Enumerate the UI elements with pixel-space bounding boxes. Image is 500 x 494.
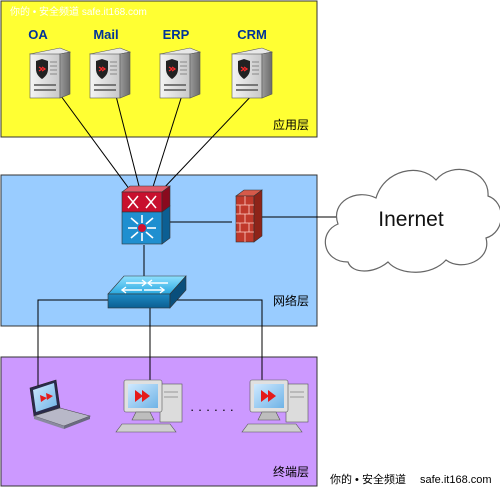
server-label-erp: ERP <box>163 27 190 42</box>
app-layer-label: 应用层 <box>273 117 309 132</box>
desktop-icon <box>241 379 309 433</box>
core-device <box>121 185 171 245</box>
watermark-bottom-url: safe.it168.com <box>420 474 492 486</box>
server-label-crm: CRM <box>237 27 267 42</box>
server-label-mail: Mail <box>93 27 118 42</box>
server-icon <box>230 47 274 99</box>
server-label-oa: OA <box>28 27 48 42</box>
laptop-icon <box>29 379 91 429</box>
router-icon <box>121 185 171 213</box>
server-mail: Mail <box>88 27 132 99</box>
cloud-icon <box>324 168 500 273</box>
terminal-layer-label: 终端层 <box>273 464 309 479</box>
server-crm: CRM <box>230 27 274 99</box>
server-icon <box>28 47 72 99</box>
server-erp: ERP <box>158 27 202 99</box>
firewall-icon <box>235 189 263 243</box>
server-icon <box>158 47 202 99</box>
watermark-bottom-cn: 你的 • 安全频道 <box>330 472 406 486</box>
connection-lines <box>37 91 345 392</box>
network-layer-label: 网络层 <box>273 293 309 308</box>
desktop-icon <box>115 379 183 433</box>
server-oa: OA <box>28 27 72 99</box>
cloud-label: Inernet <box>378 208 444 231</box>
ellipsis: · · · · · · <box>190 402 234 417</box>
layer3-switch-icon <box>121 205 171 245</box>
watermark-top: 你的 • 安全频道 safe.it168.com <box>10 5 147 18</box>
server-icon <box>88 47 132 99</box>
switch-icon <box>107 275 187 309</box>
